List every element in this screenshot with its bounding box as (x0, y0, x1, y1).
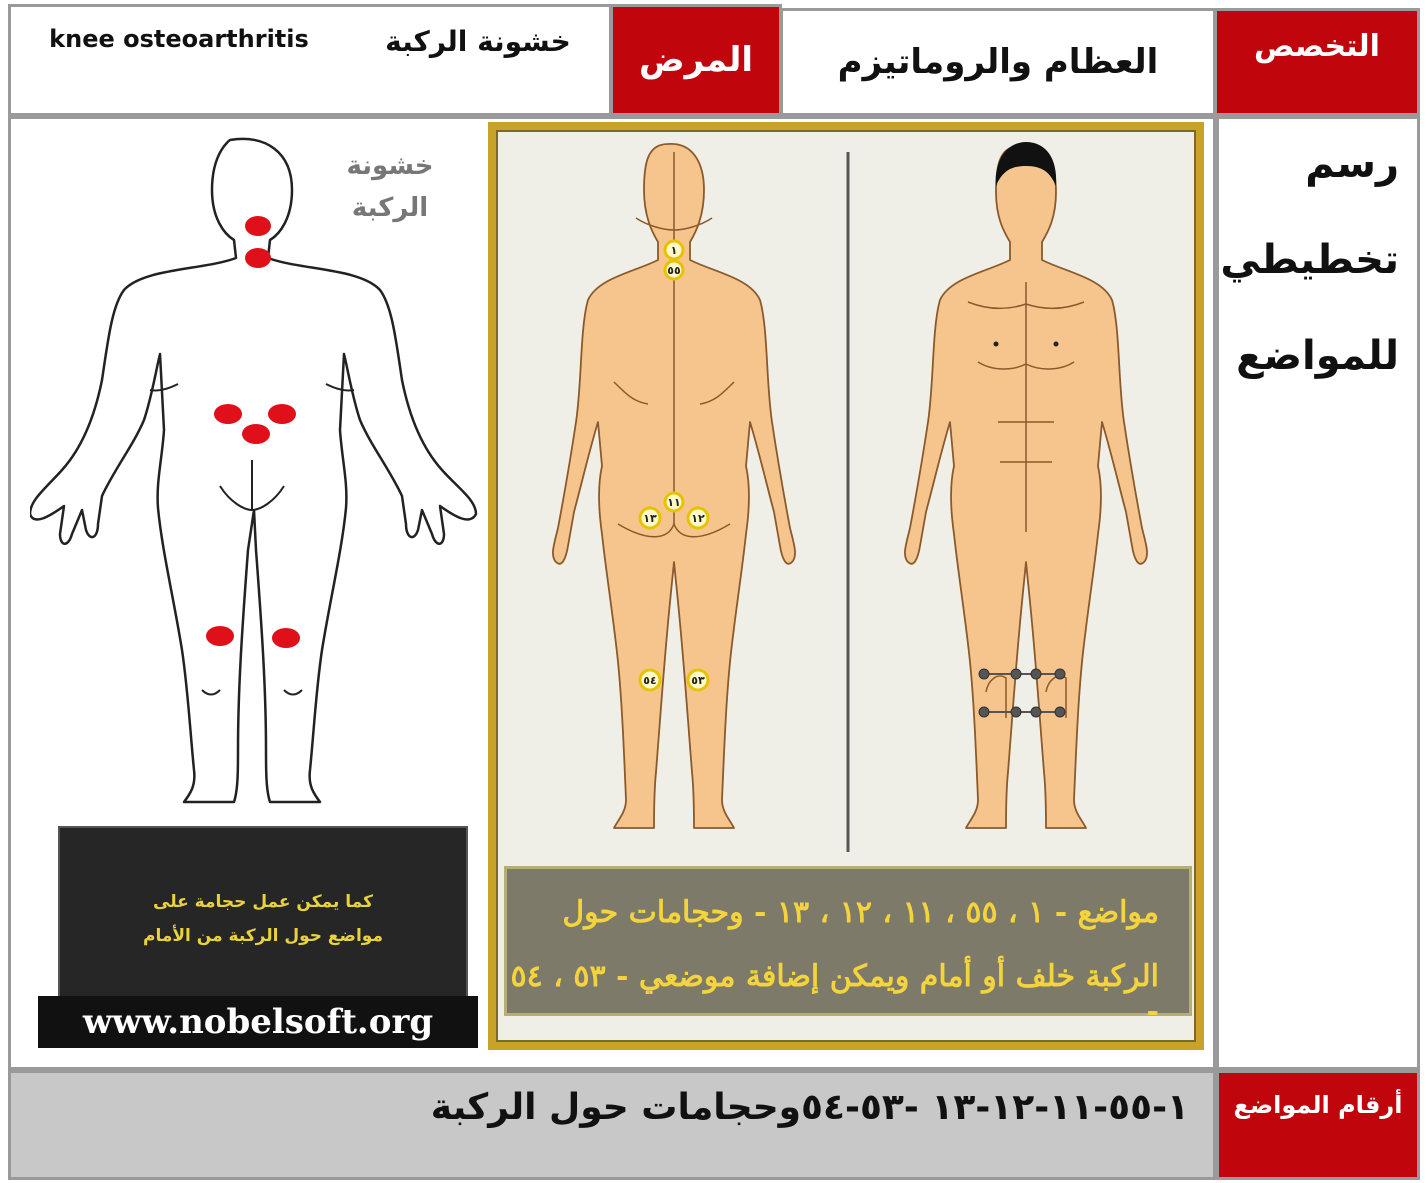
note-line1: كما يمكن عمل حجامة على (60, 892, 466, 912)
point-53-label: ٥٣ (691, 674, 705, 687)
point-11-label: ١١ (667, 496, 680, 509)
caption-line2: الركبة خلف أو أمام ويمكن إضافة موضعي - ٥… (507, 959, 1159, 1029)
point-numbers-value: ١-٥٥-١١-١٢-١٣ -٥٣-٥٤وحجامات حول الركبة (431, 1087, 1189, 1128)
specialty-label-cell: التخصص (1214, 8, 1420, 116)
point-numbers-label-cell: أرقام المواضع (1216, 1070, 1420, 1180)
marker-neck-upper (245, 216, 271, 236)
side-label-line1: رسم (1305, 141, 1399, 187)
disease-label: المرض (639, 40, 753, 80)
marker-neck-lower (245, 248, 271, 268)
specialty-value-cell: العظام والروماتيزم (780, 8, 1216, 116)
point-55-label: ٥٥ (667, 264, 681, 277)
side-label-cell: رسم تخطيطي للمواضع (1216, 116, 1420, 1070)
outline-title-line2: الركبة (352, 193, 428, 223)
point-54-label: ٥٤ (643, 674, 656, 687)
figure-frame: ١ ٥٥ ١١ ١٣ ١٢ ٥٤ ٥٣ (488, 122, 1204, 1050)
note-line2: مواضع حول الركبة من الأمام (60, 926, 466, 946)
disease-label-cell: المرض (610, 4, 782, 116)
disease-name-english: knee osteoarthritis (49, 25, 309, 53)
figure-inner: ١ ٥٥ ١١ ١٣ ١٢ ٥٤ ٥٣ (496, 130, 1196, 1042)
disease-name-arabic: خشونة الركبة (385, 25, 571, 58)
note-box: كما يمكن عمل حجامة على مواضع حول الركبة … (58, 826, 468, 998)
marker-lower-back-left (214, 404, 242, 424)
caption-box: مواضع - ١ ، ٥٥ ، ١١ ، ١٢ ، ١٣ - وحجامات … (504, 866, 1192, 1016)
marker-lower-back-center (242, 424, 270, 444)
marker-lower-back-right (268, 404, 296, 424)
point-13-label: ١٣ (643, 512, 657, 525)
skin-figures: ١ ٥٥ ١١ ١٣ ١٢ ٥٤ ٥٣ (498, 132, 1196, 866)
side-label-line3: للمواضع (1236, 333, 1399, 379)
outline-body-figure: خشونة الركبة (30, 130, 490, 820)
point-numbers-label: أرقام المواضع (1234, 1091, 1403, 1177)
point-1-label: ١ (671, 244, 678, 257)
marker-knee-right (272, 628, 300, 648)
point-12-label: ١٢ (691, 512, 705, 525)
specialty-value: العظام والروماتيزم (838, 42, 1159, 82)
specialty-label: التخصص (1254, 29, 1380, 64)
point-numbers-value-cell: ١-٥٥-١١-١٢-١٣ -٥٣-٥٤وحجامات حول الركبة (8, 1070, 1216, 1180)
marker-knee-left (206, 626, 234, 646)
outline-title-line1: خشونة (346, 151, 433, 181)
caption-line1: مواضع - ١ ، ٥٥ ، ١١ ، ١٢ ، ١٣ - وحجامات … (562, 895, 1159, 930)
side-label-line2: تخطيطي (1220, 237, 1399, 283)
website-label: www.nobelsoft.org (38, 996, 478, 1048)
disease-value-cell: knee osteoarthritis خشونة الركبة (8, 4, 612, 116)
